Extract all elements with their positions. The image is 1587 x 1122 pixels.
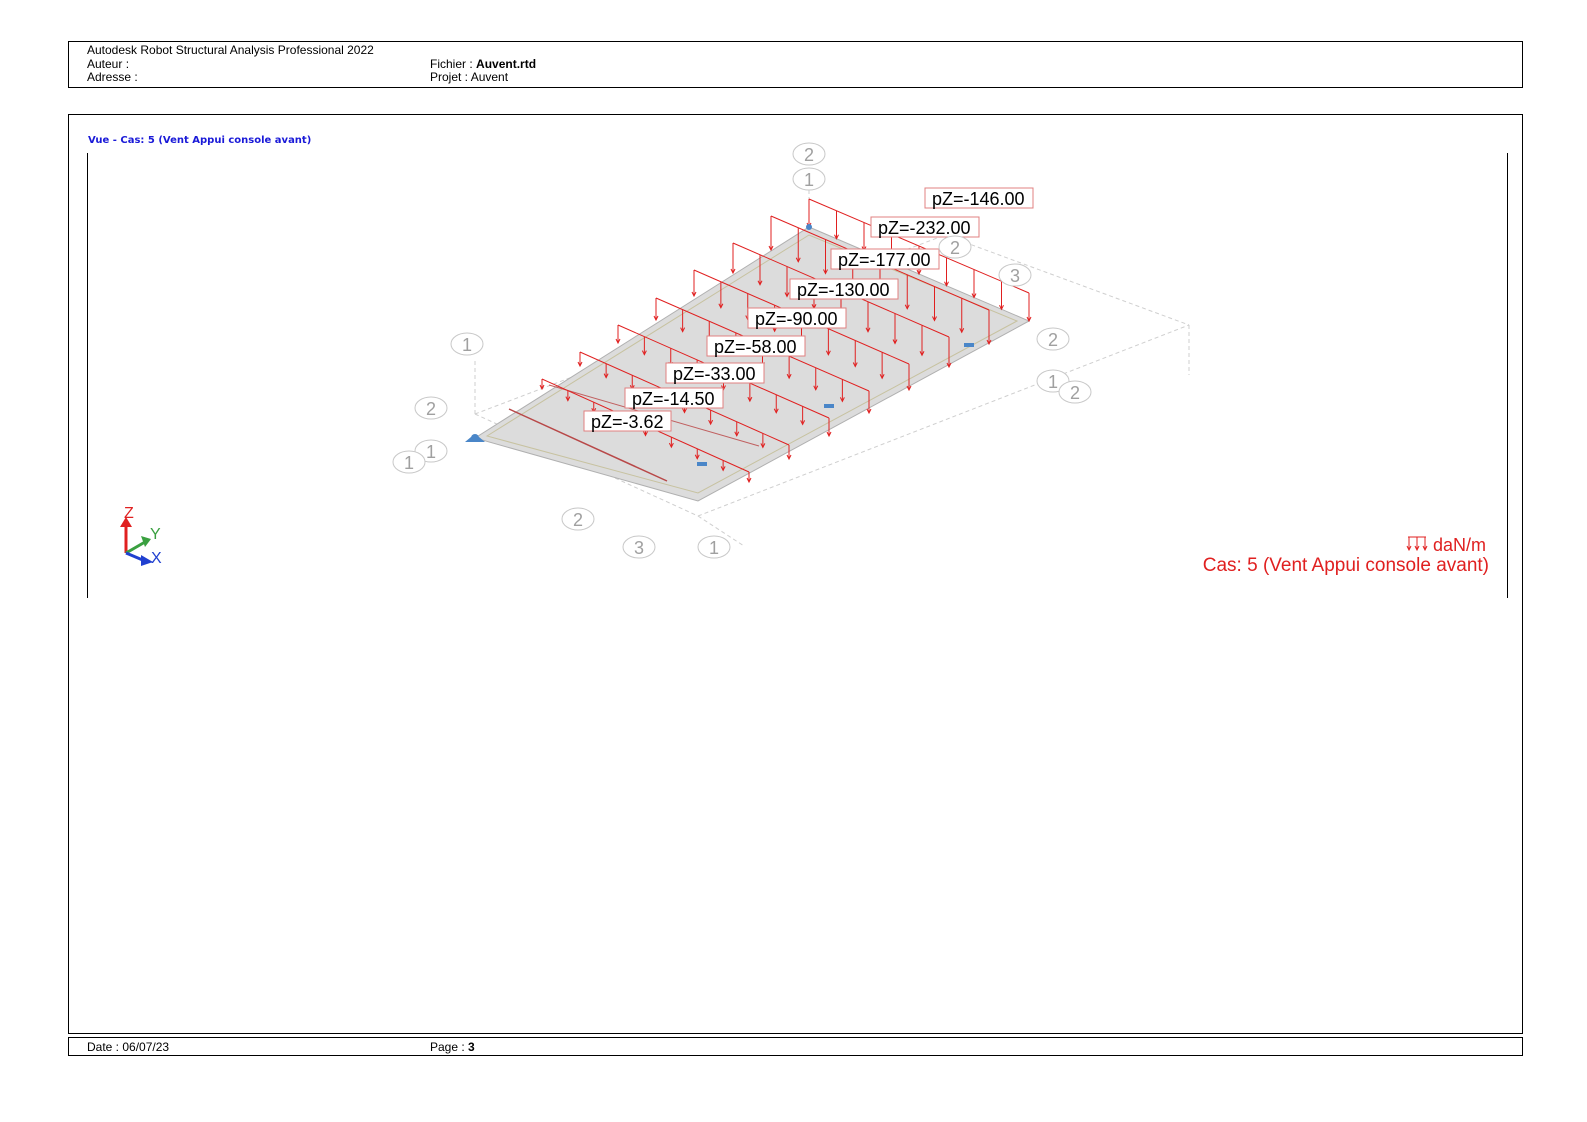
svg-text:1: 1 bbox=[804, 170, 814, 190]
view-border-left bbox=[87, 153, 88, 598]
page-number: 3 bbox=[468, 1040, 475, 1054]
svg-text:pZ=-177.00: pZ=-177.00 bbox=[838, 250, 931, 270]
grid-bubble: 2 bbox=[938, 235, 972, 259]
grid-bubble: 2 bbox=[1036, 327, 1070, 351]
svg-text:2: 2 bbox=[950, 238, 960, 258]
x-axis-label: X bbox=[151, 550, 162, 567]
svg-text:pZ=-33.00: pZ=-33.00 bbox=[673, 364, 756, 384]
svg-text:1: 1 bbox=[1048, 372, 1058, 392]
page-footer: Date : 06/07/23 Page : 3 bbox=[68, 1037, 1523, 1056]
grid-bubble: 2 bbox=[792, 142, 826, 166]
svg-text:pZ=-146.00: pZ=-146.00 bbox=[932, 189, 1025, 209]
svg-text:pZ=-3.62: pZ=-3.62 bbox=[591, 412, 664, 432]
project-label: Projet : bbox=[430, 70, 469, 84]
date-info: Date : 06/07/23 bbox=[87, 1041, 169, 1054]
support-icon bbox=[806, 224, 812, 230]
address-label: Adresse : bbox=[87, 70, 138, 84]
grid-bubbles: 2 1 2 3 1 2 2 1 2 1 1 2 3 1 bbox=[392, 142, 1092, 559]
svg-text:1: 1 bbox=[404, 453, 414, 473]
file-info: Fichier : Auvent.rtd bbox=[430, 58, 536, 71]
grid-bubble: 2 bbox=[1058, 380, 1092, 404]
supports bbox=[465, 224, 974, 466]
svg-text:3: 3 bbox=[1010, 266, 1020, 286]
svg-text:2: 2 bbox=[573, 510, 583, 530]
svg-text:3: 3 bbox=[634, 538, 644, 558]
unit-label: daN/m bbox=[1433, 535, 1486, 555]
legend: daN/m Cas: 5 (Vent Appui console avant) bbox=[1203, 535, 1489, 576]
svg-text:pZ=-130.00: pZ=-130.00 bbox=[797, 280, 890, 300]
structure-view: pZ=-146.00 pZ=-232.00 pZ=-177.00 pZ=-130… bbox=[120, 142, 1489, 576]
support-icon bbox=[824, 404, 834, 408]
grid-bubble: 3 bbox=[998, 263, 1032, 287]
axis-triad: Z Y X bbox=[120, 505, 162, 567]
load-label: pZ=-177.00 bbox=[830, 248, 940, 270]
load-label: pZ=-146.00 bbox=[924, 187, 1034, 209]
view-panel: Vue - Cas: 5 (Vent Appui console avant) bbox=[68, 114, 1523, 1034]
y-axis-icon bbox=[125, 540, 146, 555]
support-icon bbox=[697, 462, 707, 466]
load-label: pZ=-232.00 bbox=[870, 216, 980, 238]
load-label: pZ=-33.00 bbox=[665, 362, 765, 384]
z-axis-label: Z bbox=[124, 505, 134, 522]
svg-text:1: 1 bbox=[462, 335, 472, 355]
page-info: Page : 3 bbox=[430, 1041, 475, 1054]
svg-text:pZ=-14.50: pZ=-14.50 bbox=[632, 389, 715, 409]
grid-bubble: 1 bbox=[792, 167, 826, 191]
project-name: Auvent bbox=[470, 70, 509, 84]
date-label: Date : bbox=[87, 1040, 120, 1054]
load-label: pZ=-14.50 bbox=[624, 387, 724, 409]
author-label: Auteur : bbox=[87, 57, 130, 71]
software-name: Autodesk Robot Structural Analysis Profe… bbox=[87, 43, 374, 57]
grid-bubble: 1 bbox=[697, 535, 731, 559]
grid-bubble: 2 bbox=[561, 507, 595, 531]
load-label: pZ=-3.62 bbox=[583, 410, 672, 432]
load-labels: pZ=-146.00 pZ=-232.00 pZ=-177.00 pZ=-130… bbox=[583, 187, 1034, 432]
svg-text:2: 2 bbox=[1048, 330, 1058, 350]
grid-bubble: 2 bbox=[414, 396, 448, 420]
page-label: Page : bbox=[430, 1040, 465, 1054]
project-info: Projet : Auvent bbox=[430, 71, 508, 84]
load-label: pZ=-58.00 bbox=[706, 335, 806, 357]
svg-text:2: 2 bbox=[426, 399, 436, 419]
svg-text:1: 1 bbox=[709, 538, 719, 558]
page-header: Autodesk Robot Structural Analysis Profe… bbox=[68, 41, 1523, 88]
load-label: pZ=-130.00 bbox=[789, 278, 899, 300]
grid-bubble: 1 bbox=[450, 332, 484, 356]
y-axis-label: Y bbox=[150, 526, 161, 543]
svg-text:pZ=-58.00: pZ=-58.00 bbox=[714, 337, 797, 357]
svg-text:2: 2 bbox=[804, 145, 814, 165]
grid-bubble: 1 bbox=[392, 450, 426, 474]
view-border-right bbox=[1507, 153, 1508, 598]
case-label: Cas: 5 (Vent Appui console avant) bbox=[1203, 555, 1489, 576]
support-icon bbox=[964, 343, 974, 347]
date-value: 06/07/23 bbox=[122, 1040, 170, 1054]
support-icon bbox=[465, 437, 485, 442]
svg-text:2: 2 bbox=[1070, 383, 1080, 403]
grid-bubble: 3 bbox=[622, 535, 656, 559]
file-label: Fichier : bbox=[430, 57, 473, 71]
view-title: Vue - Cas: 5 (Vent Appui console avant) bbox=[88, 135, 312, 146]
svg-text:pZ=-90.00: pZ=-90.00 bbox=[755, 309, 838, 329]
file-name: Auvent.rtd bbox=[476, 57, 537, 71]
load-label: pZ=-90.00 bbox=[747, 307, 847, 329]
svg-text:pZ=-232.00: pZ=-232.00 bbox=[878, 218, 971, 238]
load-legend-icon bbox=[1406, 536, 1428, 552]
svg-text:1: 1 bbox=[426, 442, 436, 462]
